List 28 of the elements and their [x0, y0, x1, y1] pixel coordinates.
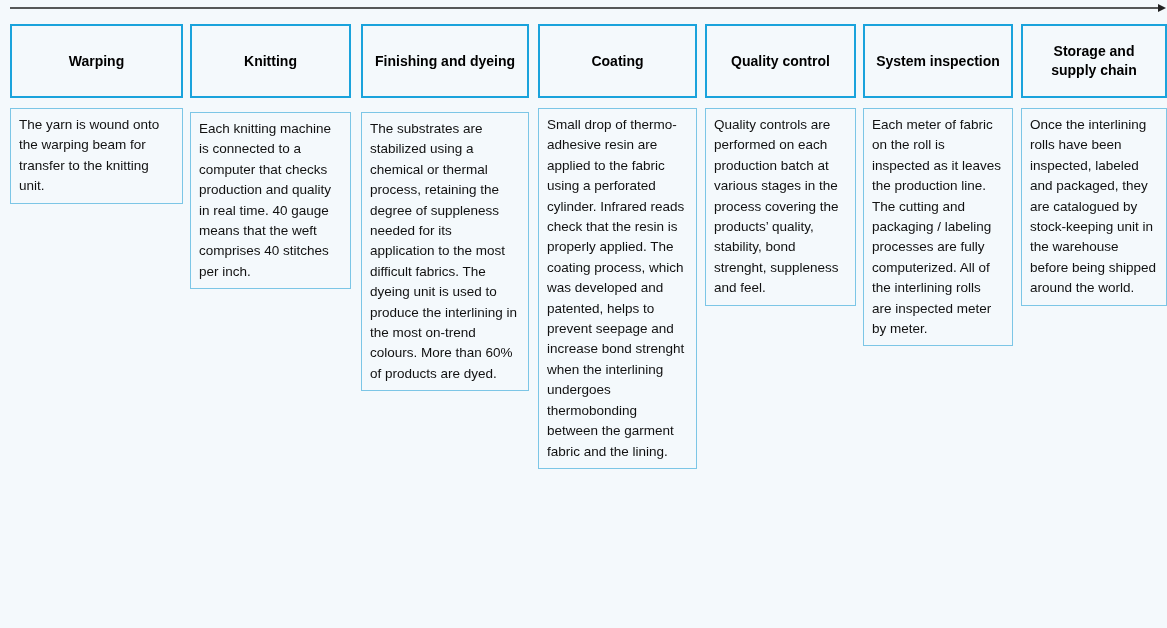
description-box	[190, 112, 351, 290]
stage-title: Storage and supply chain	[1050, 42, 1138, 80]
description-text: Small drop of thermo-adhesive resin are applied to the fabric using a perforated cylinder. Infrared reads check that the resin is properly applied. The coating process, which was developed and patented, helps to prevent seepage and increase bond strenght when the interlining undergoes thermobonding between the garment fabric and the lining.	[547, 116, 686, 461]
description-text: Each knitting machine is connected to a computer that checks production and quality in real time. 40 gauge means that the weft comprises 40 stitches per inch.	[199, 120, 333, 281]
stage-header-box	[705, 24, 856, 98]
stage-header-box	[1021, 24, 1167, 98]
stage-title: Warping	[68, 51, 125, 71]
description-text: The substrates are stabilized using a chemical or thermal process, retaining the degree of suppleness needed for its application to the most difficult fabrics. The dyeing unit is used to produce the interlining in the most on-trend colours. More than 60% of products are dyed.	[370, 120, 519, 383]
stage-title: Knitting	[244, 51, 297, 71]
description-box	[538, 108, 697, 469]
stage-header-box	[538, 24, 697, 98]
description-box	[705, 108, 856, 306]
stage-title: Coating	[591, 51, 644, 71]
stage-title: Finishing and dyeing	[375, 51, 515, 71]
stage-header-box	[10, 24, 183, 98]
description-text: Quality controls are performed on each production batch at various stages in the process covering the products’ quality, stability, bond strenght, suppleness and feel.	[714, 116, 840, 298]
description-text: Each meter of fabric on the roll is inspected as it leaves the production line. The cutting and packaging / labeling processes are fully computerized. All of the interlining rolls are inspected meter by meter.	[872, 116, 1003, 339]
stage-header-box	[863, 24, 1013, 98]
description-box	[361, 112, 529, 392]
stage-header-box	[190, 24, 351, 98]
description-box	[1021, 108, 1167, 306]
description-text: Once the interlining rolls have been inspected, labeled and packaged, they are catalogued by stock-keeping unit in the warehouse before being shipped around the world.	[1030, 116, 1158, 298]
description-box	[10, 108, 183, 204]
stage-title: System inspection	[876, 51, 1000, 71]
description-box	[863, 108, 1013, 347]
stage-title: Quality control	[731, 51, 830, 71]
description-text: The yarn is wound onto the warping beam for transfer to the knitting unit.	[19, 116, 161, 196]
stage-header-box	[361, 24, 529, 98]
